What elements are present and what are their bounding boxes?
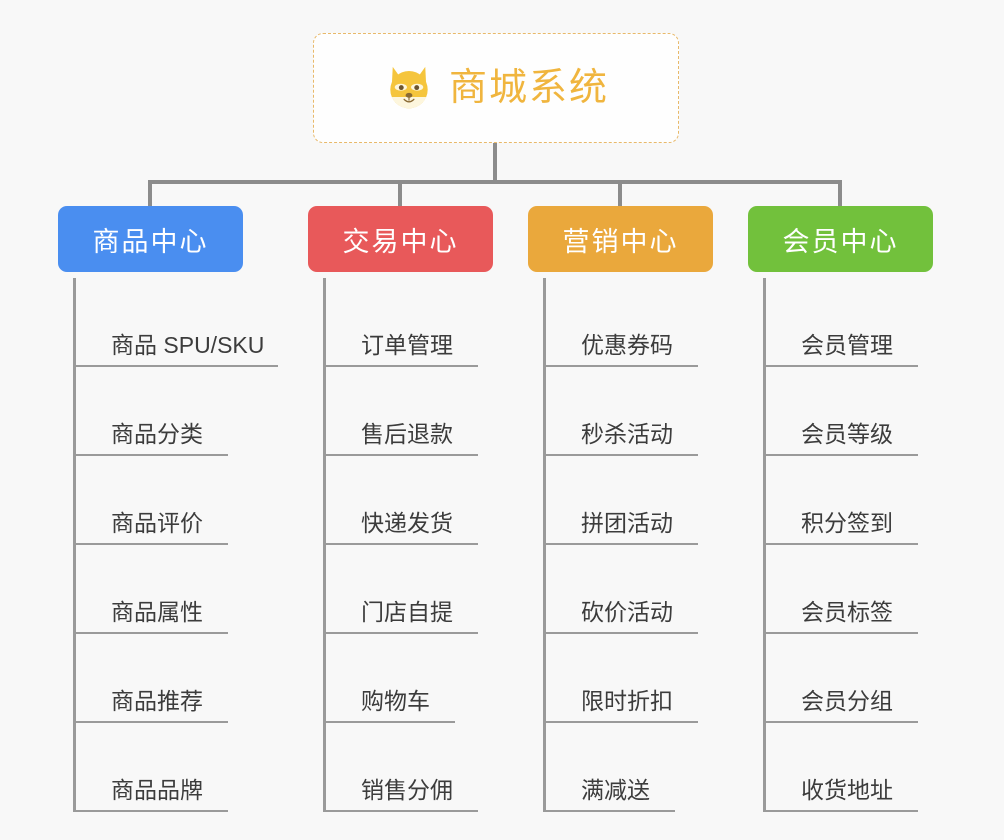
leaf-item[interactable]: 会员分组: [763, 634, 918, 723]
leaf-underline: [543, 365, 698, 367]
connector-horizontal-bus: [148, 180, 842, 184]
branch-trunk-2: [323, 278, 326, 812]
branch-trunk-1: [73, 278, 76, 812]
leaf-label: 商品推荐: [111, 688, 203, 714]
leaf-label: 商品属性: [111, 599, 203, 625]
leaf-item[interactable]: 门店自提: [323, 545, 478, 634]
leaf-underline: [763, 721, 918, 723]
leaf-label: 销售分佣: [361, 777, 453, 803]
leaf-item[interactable]: 售后退款: [323, 367, 478, 456]
category-box-1[interactable]: 商品中心: [58, 206, 243, 272]
connector-root-stem: [493, 143, 497, 182]
leaf-underline: [73, 543, 228, 545]
leaf-underline: [543, 632, 698, 634]
leaf-underline: [323, 632, 478, 634]
leaf-label: 会员等级: [801, 421, 893, 447]
category-label-4: 会员中心: [782, 226, 899, 257]
leaf-underline: [763, 810, 918, 812]
leaf-item[interactable]: 满减送: [543, 723, 675, 812]
leaf-underline: [73, 454, 228, 456]
leaf-underline: [73, 365, 278, 367]
leaf-label: 秒杀活动: [581, 421, 673, 447]
leaf-item[interactable]: 优惠券码: [543, 278, 698, 367]
category-label-1: 商品中心: [92, 226, 209, 257]
leaf-label: 收货地址: [801, 777, 893, 803]
leaf-label: 商品 SPU/SKU: [111, 332, 265, 358]
branch-trunk-3: [543, 278, 546, 812]
leaf-label: 会员标签: [801, 599, 893, 625]
leaf-label: 拼团活动: [581, 510, 673, 536]
leaf-label: 商品品牌: [111, 777, 203, 803]
leaf-underline: [543, 454, 698, 456]
leaf-label: 优惠券码: [581, 332, 673, 358]
leaf-item[interactable]: 收货地址: [763, 723, 918, 812]
leaf-item[interactable]: 拼团活动: [543, 456, 698, 545]
category-label-2: 交易中心: [342, 226, 459, 257]
leaf-item[interactable]: 商品评价: [73, 456, 228, 545]
leaf-underline: [323, 365, 478, 367]
leaf-item[interactable]: 砍价活动: [543, 545, 698, 634]
category-box-2[interactable]: 交易中心: [308, 206, 493, 272]
leaf-underline: [323, 543, 478, 545]
category-box-4[interactable]: 会员中心: [748, 206, 933, 272]
leaf-label: 售后退款: [361, 421, 453, 447]
leaf-underline: [323, 454, 478, 456]
leaf-item[interactable]: 商品品牌: [73, 723, 228, 812]
leaf-label: 会员分组: [801, 688, 893, 714]
leaf-label: 积分签到: [801, 510, 893, 536]
leaf-underline: [323, 810, 478, 812]
leaf-item[interactable]: 商品分类: [73, 367, 228, 456]
category-box-3[interactable]: 营销中心: [528, 206, 713, 272]
connector-drop-1: [148, 180, 152, 209]
category-label-3: 营销中心: [562, 226, 679, 257]
leaf-item[interactable]: 购物车: [323, 634, 455, 723]
leaf-item[interactable]: 商品 SPU/SKU: [73, 278, 278, 367]
leaf-label: 商品评价: [111, 510, 203, 536]
connector-drop-4: [838, 180, 842, 209]
leaf-label: 订单管理: [361, 332, 453, 358]
leaf-underline: [73, 632, 228, 634]
dog-face-icon: [390, 66, 428, 109]
leaf-item[interactable]: 会员管理: [763, 278, 918, 367]
root-node[interactable]: 商城系统: [313, 33, 679, 143]
leaf-underline: [763, 543, 918, 545]
leaf-label: 购物车: [361, 688, 430, 714]
leaf-underline: [763, 454, 918, 456]
leaf-label: 商品分类: [111, 421, 203, 447]
leaf-underline: [543, 721, 698, 723]
leaf-underline: [323, 721, 455, 723]
leaf-underline: [73, 721, 228, 723]
leaf-item[interactable]: 会员标签: [763, 545, 918, 634]
leaf-label: 限时折扣: [581, 688, 673, 714]
connector-drop-2: [398, 180, 402, 209]
leaf-item[interactable]: 订单管理: [323, 278, 478, 367]
leaf-item[interactable]: 会员等级: [763, 367, 918, 456]
leaf-label: 快递发货: [361, 510, 453, 536]
leaf-underline: [543, 543, 698, 545]
leaf-item[interactable]: 限时折扣: [543, 634, 698, 723]
root-title: 商城系统: [448, 67, 609, 109]
leaf-item[interactable]: 秒杀活动: [543, 367, 698, 456]
leaf-item[interactable]: 商品属性: [73, 545, 228, 634]
leaf-underline: [763, 365, 918, 367]
leaf-underline: [763, 632, 918, 634]
leaf-item[interactable]: 积分签到: [763, 456, 918, 545]
connector-drop-3: [618, 180, 622, 209]
leaf-item[interactable]: 商品推荐: [73, 634, 228, 723]
branch-trunk-4: [763, 278, 766, 812]
leaf-item[interactable]: 快递发货: [323, 456, 478, 545]
leaf-underline: [543, 810, 675, 812]
leaf-item[interactable]: 销售分佣: [323, 723, 478, 812]
leaf-label: 会员管理: [801, 332, 893, 358]
leaf-underline: [73, 810, 228, 812]
leaf-label: 满减送: [581, 777, 650, 803]
leaf-label: 砍价活动: [581, 599, 673, 625]
leaf-label: 门店自提: [361, 599, 453, 625]
